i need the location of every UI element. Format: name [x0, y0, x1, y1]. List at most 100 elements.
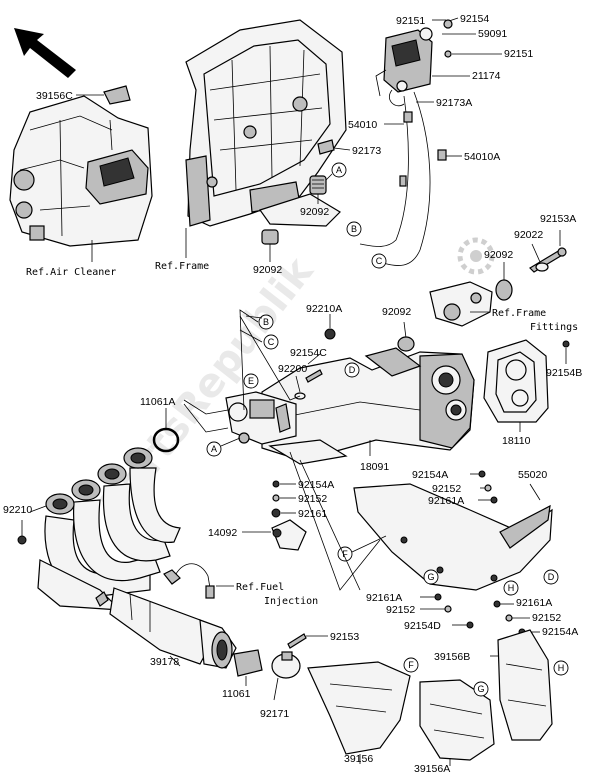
heat-shield-39156: [307, 661, 411, 755]
gasket-11061A: [152, 427, 180, 453]
svg-text:A: A: [336, 165, 342, 175]
exhaust-header-pipes: [37, 447, 181, 611]
svg-text:B: B: [351, 224, 357, 234]
svg-text:C: C: [268, 337, 275, 347]
part-number-55020: 55020: [518, 469, 547, 481]
part-number-92092-a: 92092: [300, 206, 329, 218]
part-number-11061: 11061: [222, 688, 251, 700]
damper-92092-upper: [309, 175, 327, 195]
bolt-92154B: [562, 340, 570, 348]
part-number-14092: 14092: [208, 527, 237, 539]
part-number-92210A: 92210A: [306, 303, 342, 315]
svg-text:H: H: [558, 663, 565, 673]
oxygen-sensor: [163, 563, 215, 599]
throttle-cables-54010: [359, 91, 447, 266]
part-number-92161A-c: 92161A: [516, 597, 552, 609]
muffler-cover-18110: [483, 339, 549, 423]
frame-illustration: [185, 19, 347, 227]
callout-c-lower: C: [263, 334, 279, 350]
part-number-39156: 39156: [344, 753, 373, 765]
part-number-92152-d: 92152: [532, 612, 561, 624]
bolt-92154A-b: [272, 480, 280, 488]
part-number-92154: 92154: [460, 13, 489, 25]
bolt-92154D: [466, 621, 474, 629]
callout-e: E: [243, 373, 259, 389]
part-number-21174: 21174: [472, 70, 501, 82]
part-number-92151-b: 92151: [504, 48, 533, 60]
part-number-39156C: 39156C: [36, 90, 73, 102]
part-number-92152-c: 92152: [386, 604, 415, 616]
part-number-92092-b: 92092: [253, 264, 282, 276]
svg-text:F: F: [408, 660, 414, 670]
ref-fuel-injection-label-2: Injection: [264, 596, 318, 607]
callout-f-lower: F: [337, 546, 353, 562]
washer-92152-b: [272, 494, 280, 502]
part-number-92151-a: 92151: [396, 15, 425, 27]
svg-text:H: H: [508, 583, 515, 593]
callout-b-upper: B: [346, 221, 362, 237]
muffler-18091: [261, 347, 475, 465]
damper-92092-lower: [261, 229, 279, 245]
svg-text:B: B: [263, 317, 269, 327]
part-number-18110: 18110: [502, 435, 531, 447]
grommet-92161A-b: [434, 593, 442, 601]
air-cleaner-illustration: [9, 85, 153, 247]
svg-text:A: A: [211, 444, 217, 454]
bracket-gear-watermark-icon: [457, 237, 495, 275]
bolt-92154C: [305, 369, 323, 383]
part-number-92152-b: 92152: [298, 493, 327, 505]
washer-92152-d: [505, 614, 513, 622]
part-number-54010: 54010: [348, 119, 377, 131]
callout-g-lower: G: [423, 569, 439, 585]
part-number-92161A-a: 92161A: [428, 495, 464, 507]
nut-92210: [17, 535, 27, 545]
muffler-bracket: [429, 281, 493, 327]
nut-92210A: [324, 328, 336, 340]
svg-text:C: C: [376, 256, 383, 266]
callout-d-lower: D: [543, 569, 559, 585]
part-number-92171: 92171: [260, 708, 289, 720]
part-number-92154C: 92154C: [290, 347, 327, 359]
part-number-39156B: 39156B: [434, 651, 470, 663]
part-number-92153: 92153: [330, 631, 359, 643]
svg-text:F: F: [342, 549, 348, 559]
damper-92092-bracket: [495, 279, 513, 301]
svg-text:E: E: [248, 376, 254, 386]
callout-c-upper: C: [371, 253, 387, 269]
callout-b-lower: B: [258, 314, 274, 330]
part-number-11061A: 11061A: [140, 396, 175, 408]
ref-frame-label: Ref.Frame: [155, 261, 209, 272]
svg-text:D: D: [548, 572, 555, 582]
heat-shield-39156A: [419, 679, 495, 761]
part-number-39156A: 39156A: [414, 763, 450, 775]
part-number-92173: 92173: [352, 145, 381, 157]
bolt-92153: [287, 633, 307, 649]
cover-14092: [271, 519, 307, 551]
part-number-39178: 39178: [150, 656, 179, 668]
front-direction-arrow: [14, 28, 76, 78]
svg-text:G: G: [477, 684, 484, 694]
callout-h-shield: H: [553, 660, 569, 676]
damper-92092-muffler: [397, 336, 415, 352]
part-number-92153A: 92153A: [540, 213, 576, 225]
servo-motor-21174: [375, 27, 433, 107]
svg-text:D: D: [349, 365, 356, 375]
callout-g-shield: G: [473, 681, 489, 697]
part-number-92152-a: 92152: [432, 483, 461, 495]
part-number-92200: 92200: [278, 363, 307, 375]
clamp-92171: [271, 651, 301, 679]
ref-fuel-injection-label-1: Ref.Fuel: [236, 582, 284, 593]
ref-frame-fittings-label-2: Fittings: [530, 322, 578, 333]
part-number-18091: 18091: [360, 461, 389, 473]
washer-92022: [535, 262, 549, 272]
grommet-92161: [271, 508, 281, 518]
svg-text:G: G: [427, 572, 434, 582]
gasket-11061: [233, 649, 263, 677]
part-number-92173A: 92173A: [436, 97, 472, 109]
rubber-grommet-92173: [317, 139, 335, 155]
part-number-59091: 59091: [478, 28, 507, 40]
part-number-92210: 92210: [3, 504, 32, 516]
ref-air-cleaner-label: Ref.Air Cleaner: [26, 267, 116, 278]
washer-92152-a: [484, 484, 492, 492]
